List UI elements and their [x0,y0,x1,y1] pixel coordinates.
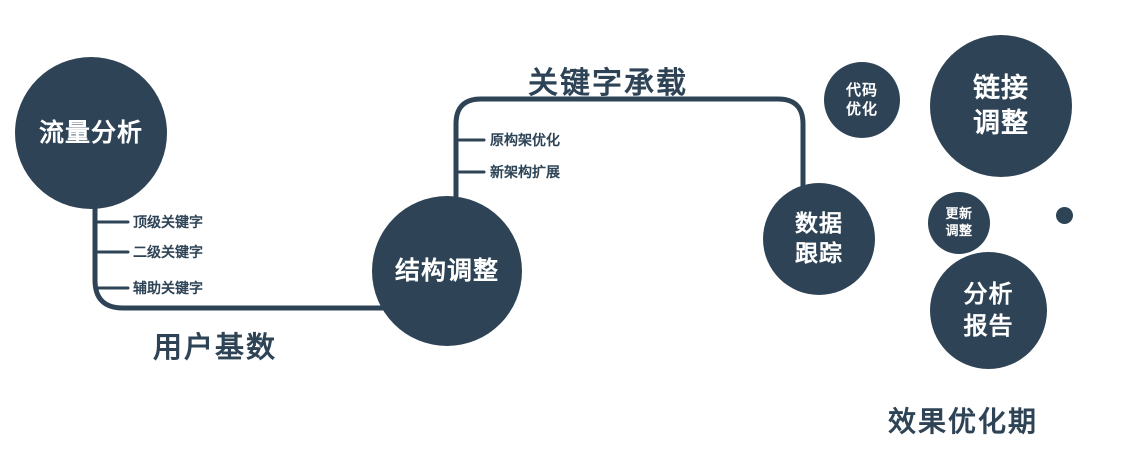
node-traffic-analysis-label: 流量分析 [38,118,143,147]
node-update-adjustment: 更新 调整 [928,192,990,254]
dot-marker [1056,207,1073,224]
branch-label-top-keywords: 顶级关键字 [133,214,203,230]
node-traffic-analysis: 流量分析 [15,57,167,209]
node-analysis-report-label: 分析 报告 [963,281,1014,340]
connector-keyword-load [453,96,806,208]
branch-label-original-architecture: 原构架优化 [490,132,560,148]
edge-label-keyword-load: 关键字承载 [528,67,688,100]
branch-label-secondary-keywords: 二级关键字 [133,244,203,260]
node-structure-adjustment: 结构调整 [372,196,522,346]
node-data-tracking-label: 数据 跟踪 [795,210,843,266]
node-structure-adjustment-label: 结构调整 [394,256,499,285]
phase-label: 效果优化期 [888,406,1039,437]
node-data-tracking: 数据 跟踪 [763,183,875,295]
branch-label-new-architecture: 新架构扩展 [490,164,560,180]
node-link-adjustment: 链接 调整 [930,35,1072,177]
edge-label-user-base: 用户基数 [153,332,278,364]
node-link-adjustment-label: 链接 调整 [973,72,1029,138]
node-analysis-report: 分析 报告 [930,252,1047,369]
node-update-adjustment-label: 更新 调整 [945,206,973,238]
node-code-optimization-label: 代码 优化 [845,81,878,119]
branch-label-auxiliary-keywords: 辅助关键字 [133,280,203,296]
node-code-optimization: 代码 优化 [824,62,900,138]
